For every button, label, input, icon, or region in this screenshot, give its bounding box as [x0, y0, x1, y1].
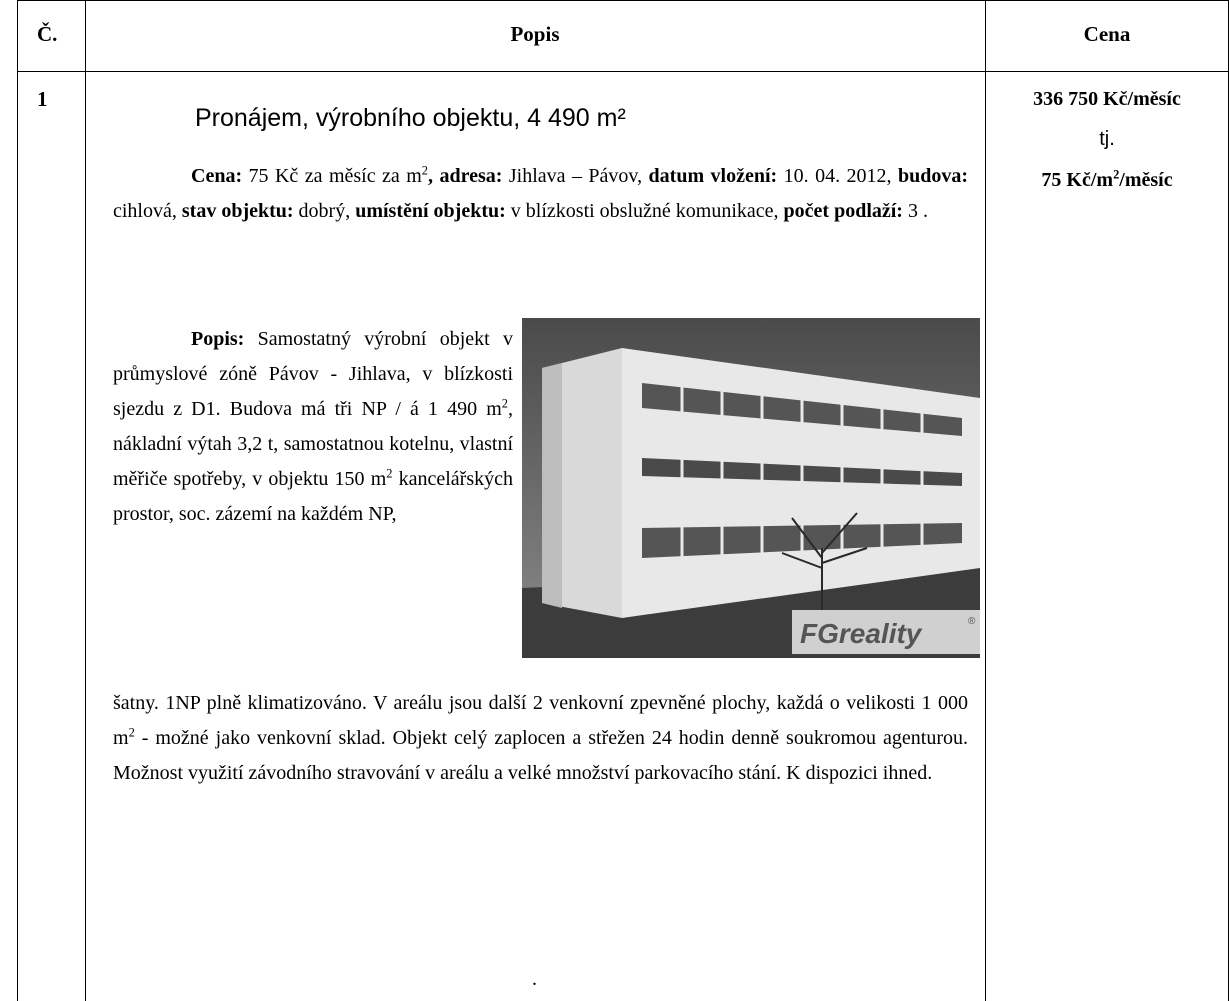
cena-sup: 2: [421, 163, 428, 178]
budova-value: cihlová,: [113, 200, 182, 222]
datum-label: datum vložení:: [648, 165, 778, 187]
stav-value: dobrý,: [293, 200, 356, 222]
price-column: 336 750 Kč/měsíc tj. 75 Kč/m2/měsíc: [985, 88, 1229, 192]
price-per-m2-b: /měsíc: [1119, 169, 1173, 191]
listing-title: Pronájem, výrobního objektu, 4 490 m²: [195, 104, 626, 132]
stav-label: stav objektu:: [181, 200, 294, 222]
description-wrapped: Popis: Samostatný výrobní objekt v průmy…: [113, 322, 513, 532]
description-text-2: , nákladní výtah 3,2 t, samostatnou kote…: [113, 398, 513, 490]
column-divider-1: [85, 0, 86, 1001]
price-monthly: 336 750 Kč/měsíc: [1033, 88, 1181, 110]
description-text-1: Samostatný výrobní objekt v průmyslové z…: [113, 328, 513, 420]
listing-summary: Cena: 75 Kč za měsíc za m2, adresa: Jihl…: [113, 159, 968, 229]
watermark-mark: ®: [968, 616, 976, 627]
description-sup-2: 2: [386, 466, 393, 481]
description-text-3: kancelářských prostor, soc. zázemí na ka…: [113, 468, 513, 525]
datum-value: 10. 04. 2012,: [777, 165, 898, 187]
cena-value: 75 Kč za měsíc za m: [242, 165, 422, 187]
trailing-dot: .: [532, 968, 537, 990]
table-border-top: [17, 0, 1229, 1]
building-photo-image: FGreality ®: [522, 318, 980, 658]
description-sup-1: 2: [501, 396, 508, 411]
podlazi-value: 3 .: [902, 200, 928, 222]
header-divider: [17, 71, 1229, 72]
header-number: Č.: [37, 22, 58, 46]
description-text-5: - možné jako venkovní sklad. Objekt celý…: [113, 727, 968, 784]
price-per-m2-a: 75 Kč/m: [1041, 169, 1114, 191]
description-text-4: šatny. 1NP plně klimatizováno. V areálu …: [113, 692, 968, 749]
adresa-label: , adresa:: [428, 165, 503, 187]
description-continued: šatny. 1NP plně klimatizováno. V areálu …: [113, 686, 968, 791]
table-border-left: [17, 0, 18, 1001]
popis-label: Popis:: [191, 328, 245, 350]
row-number: 1: [37, 87, 48, 111]
umisteni-value: v blízkosti obslužné komunikace,: [505, 200, 784, 222]
adresa-value: Jihlava – Pávov,: [502, 165, 649, 187]
price-per-m2-sup: 2: [1113, 167, 1120, 182]
header-description: Popis: [510, 22, 560, 46]
column-divider-2: [985, 0, 986, 1001]
budova-label: budova:: [897, 165, 968, 187]
building-photo: FGreality ®: [522, 318, 980, 658]
description-sup-3: 2: [128, 725, 135, 740]
price-tj: tj.: [1099, 128, 1115, 150]
price-per-m2: 75 Kč/m2/měsíc: [985, 167, 1229, 192]
watermark-text: FGreality: [800, 618, 923, 649]
umisteni-label: umístění objektu:: [355, 200, 506, 222]
listing-table: Č. Popis Cena 1 Pronájem, výrobního obje…: [17, 0, 1229, 1001]
cena-label: Cena:: [191, 165, 243, 187]
header-price: Cena: [1083, 22, 1131, 46]
podlazi-label: počet podlaží:: [783, 200, 903, 222]
